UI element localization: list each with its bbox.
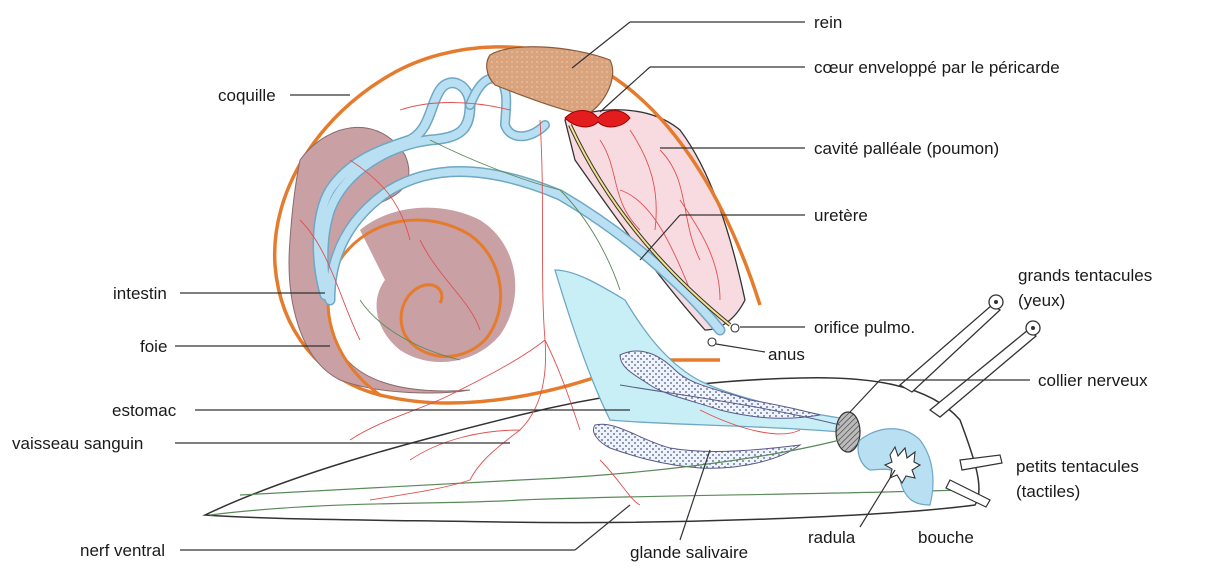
label-uretere: uretère: [814, 206, 868, 225]
label-vaisseau: vaisseau sanguin: [12, 434, 143, 453]
label-anus: anus: [768, 345, 805, 364]
nerve-collar: [836, 412, 860, 452]
label-coquille: coquille: [218, 86, 276, 105]
label-collier: collier nerveux: [1038, 371, 1148, 390]
label-rein: rein: [814, 13, 842, 32]
label-grands-tentacules: grands tentacules: [1018, 266, 1152, 285]
anus-opening: [708, 338, 716, 346]
label-coeur: cœur enveloppé par le péricarde: [814, 58, 1060, 77]
label-cavite: cavité palléale (poumon): [814, 139, 999, 158]
label-bouche: bouche: [918, 528, 974, 547]
label-estomac: estomac: [112, 401, 177, 420]
label-foie: foie: [140, 337, 167, 356]
label-grands-tentacules-yeux: (yeux): [1018, 291, 1065, 310]
label-glande: glande salivaire: [630, 543, 748, 562]
label-petits-tentacules: petits tentacules: [1016, 457, 1139, 476]
label-petits-tentacules-tactiles: (tactiles): [1016, 482, 1080, 501]
label-radula: radula: [808, 528, 856, 547]
eye-2-pupil: [1031, 326, 1035, 330]
label-orifice: orifice pulmo.: [814, 318, 915, 337]
liver-inner: [360, 208, 515, 362]
label-nerf-ventral: nerf ventral: [80, 541, 165, 560]
great-tentacle-2: [930, 330, 1036, 417]
label-intestin: intestin: [113, 284, 167, 303]
pulmonary-orifice: [731, 324, 739, 332]
eye-1-pupil: [994, 300, 998, 304]
